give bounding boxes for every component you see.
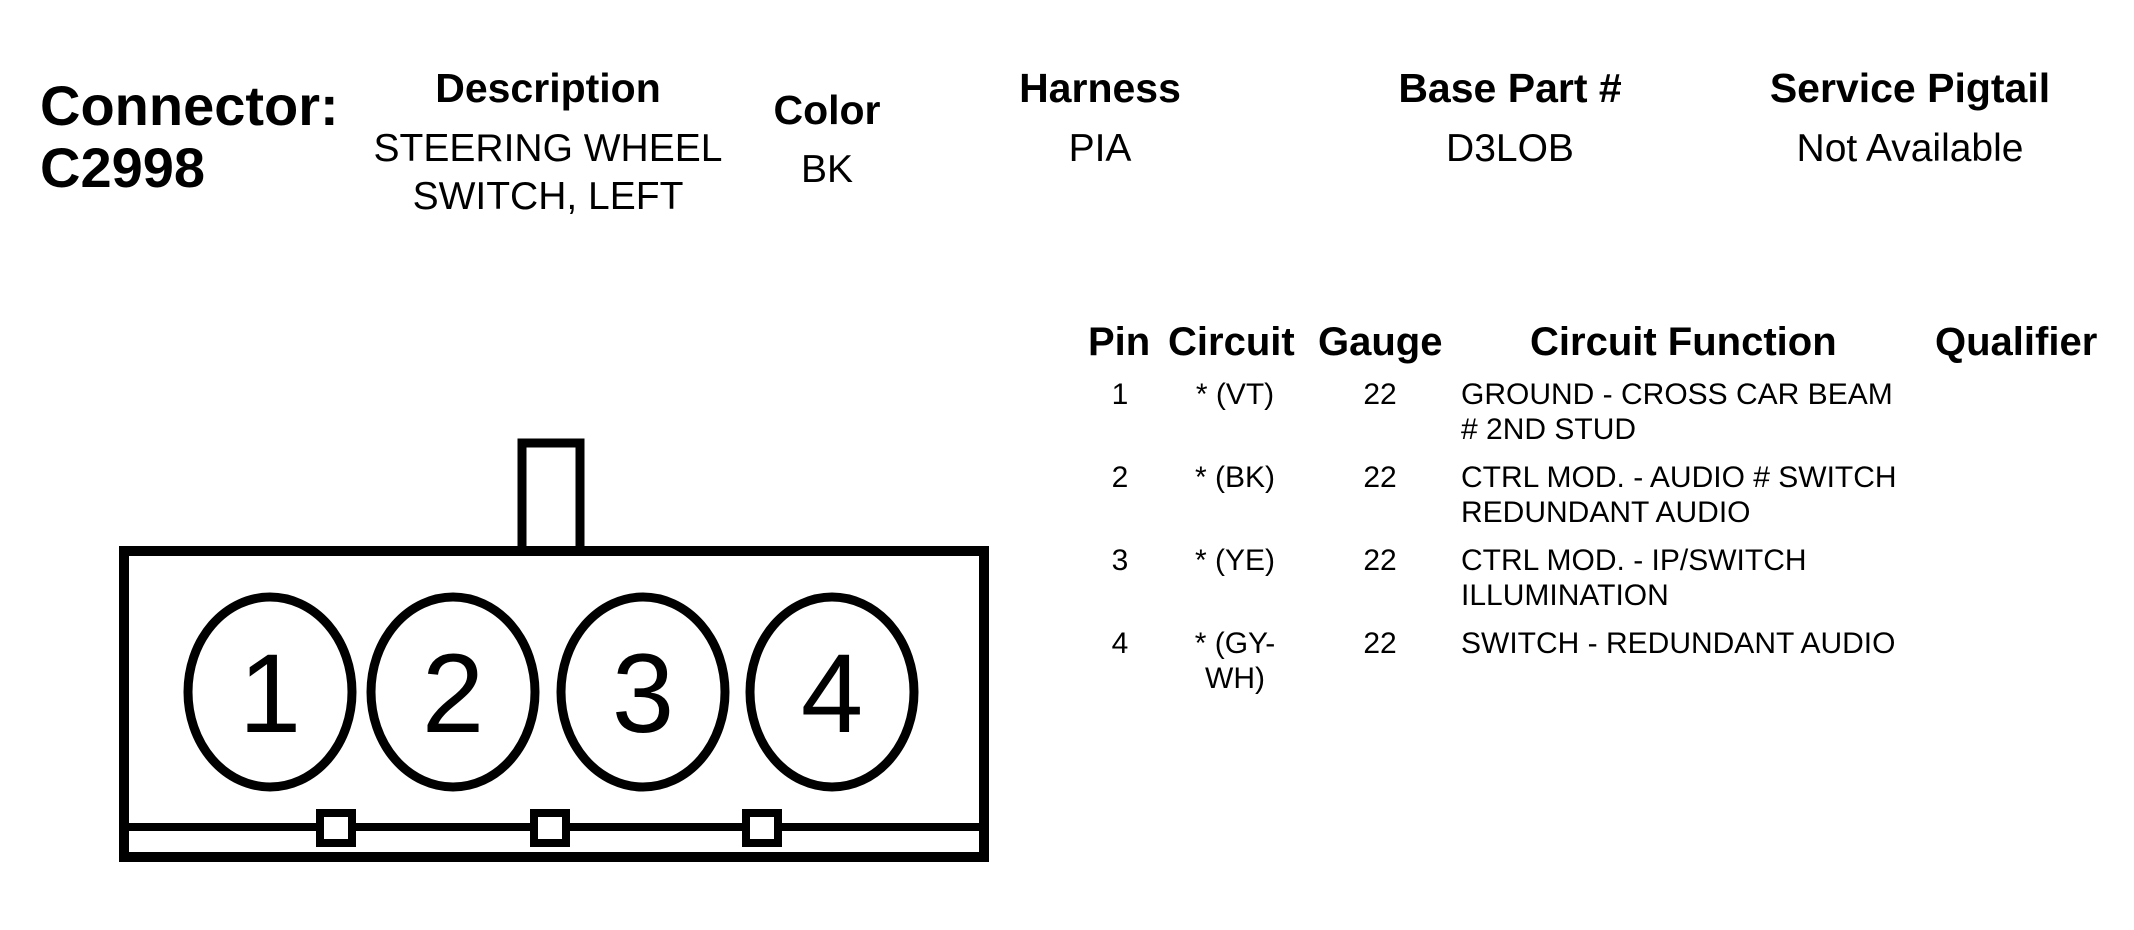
pin-cavity-label-3: 3 xyxy=(612,631,674,756)
base-part-value: D3LOB xyxy=(1446,127,1574,170)
harness-block: Harness PIA xyxy=(970,68,1230,173)
circuit-function-cell: SWITCH - REDUNDANT AUDIO xyxy=(1461,626,1931,661)
service-pigtail-label: Service Pigtail xyxy=(1769,65,2051,111)
connector-title: Connector: C2998 xyxy=(40,75,339,199)
column-header-qualifier: Qualifier xyxy=(1935,320,2098,364)
color-block: Color BK xyxy=(742,90,912,194)
column-header-circuit: Circuit xyxy=(1168,320,1295,364)
pin-cavity-4 xyxy=(745,592,919,792)
pin-number: 2 xyxy=(1111,461,1129,494)
pin-cavity-label-4: 4 xyxy=(801,631,863,756)
harness-value: PIA xyxy=(1068,127,1132,170)
pin-cavity-3 xyxy=(556,592,730,792)
circuit-function-cell: CTRL MOD. - IP/SWITCH ILLUMINATION xyxy=(1461,543,1931,613)
circuit-cell: * (YE) xyxy=(1175,543,1295,578)
circuit-line: WH) xyxy=(1205,662,1265,695)
gauge-cell: 22 xyxy=(1363,461,1397,494)
base-part-block: Base Part # D3LOB xyxy=(1350,68,1670,173)
pin-number: 4 xyxy=(1111,627,1129,660)
description-line-2: SWITCH, LEFT xyxy=(412,175,684,218)
description-line-1: STEERING WHEEL xyxy=(373,127,723,170)
circuit-function-cell: CTRL MOD. - AUDIO # SWITCH REDUNDANT AUD… xyxy=(1461,460,1931,530)
locking-tab xyxy=(517,438,585,556)
color-value: BK xyxy=(800,148,854,191)
gauge-cell: 22 xyxy=(1363,627,1397,660)
circuit-line: * (BK) xyxy=(1194,461,1275,494)
latch-notch xyxy=(742,809,782,847)
gauge-cell: 22 xyxy=(1363,544,1397,577)
circuit-function-line: REDUNDANT AUDIO xyxy=(1461,496,1751,529)
pin-number: 3 xyxy=(1111,544,1129,577)
harness-label: Harness xyxy=(1019,65,1181,111)
circuit-cell: * (GY- WH) xyxy=(1175,626,1295,696)
description-block: Description STEERING WHEEL SWITCH, LEFT xyxy=(358,68,738,221)
pin-cavity-1 xyxy=(183,592,357,792)
pin-cavity-label-2: 2 xyxy=(422,631,484,756)
gauge-cell: 22 xyxy=(1363,378,1397,411)
service-pigtail-value: Not Available xyxy=(1796,127,2024,170)
circuit-function-line: CTRL MOD. - AUDIO # SWITCH xyxy=(1461,461,1897,494)
pin-cavity-label-1: 1 xyxy=(239,631,301,756)
circuit-function-line: # 2ND STUD xyxy=(1461,413,1637,446)
circuit-function-line: ILLUMINATION xyxy=(1461,579,1669,612)
latch-notch xyxy=(530,809,570,847)
circuit-function-line: CTRL MOD. - IP/SWITCH xyxy=(1461,544,1807,577)
circuit-function-line: GROUND - CROSS CAR BEAM xyxy=(1461,378,1893,411)
column-header-gauge: Gauge xyxy=(1318,320,1443,364)
base-part-label: Base Part # xyxy=(1398,65,1622,111)
circuit-function-line: SWITCH - REDUNDANT AUDIO xyxy=(1461,627,1896,660)
description-label: Description xyxy=(435,65,661,111)
pin-cavity-2 xyxy=(366,592,540,792)
color-label: Color xyxy=(773,87,881,133)
circuit-line: * (YE) xyxy=(1194,544,1275,577)
circuit-cell: * (VT) xyxy=(1175,377,1295,412)
pin-number: 1 xyxy=(1111,378,1129,411)
column-header-pin: Pin xyxy=(1088,320,1151,364)
circuit-line: * (VT) xyxy=(1195,378,1275,411)
circuit-function-cell: GROUND - CROSS CAR BEAM # 2ND STUD xyxy=(1461,377,1931,447)
connector-label: Connector: xyxy=(40,74,339,137)
service-pigtail-block: Service Pigtail Not Available xyxy=(1730,68,2090,173)
latch-notch xyxy=(316,809,356,847)
circuit-cell: * (BK) xyxy=(1175,460,1295,495)
column-header-circuit-function: Circuit Function xyxy=(1530,320,1837,364)
circuit-line: * (GY- xyxy=(1194,627,1276,660)
connector-id: C2998 xyxy=(40,136,206,199)
connector-face-diagram: 1 2 3 4 xyxy=(119,438,989,862)
